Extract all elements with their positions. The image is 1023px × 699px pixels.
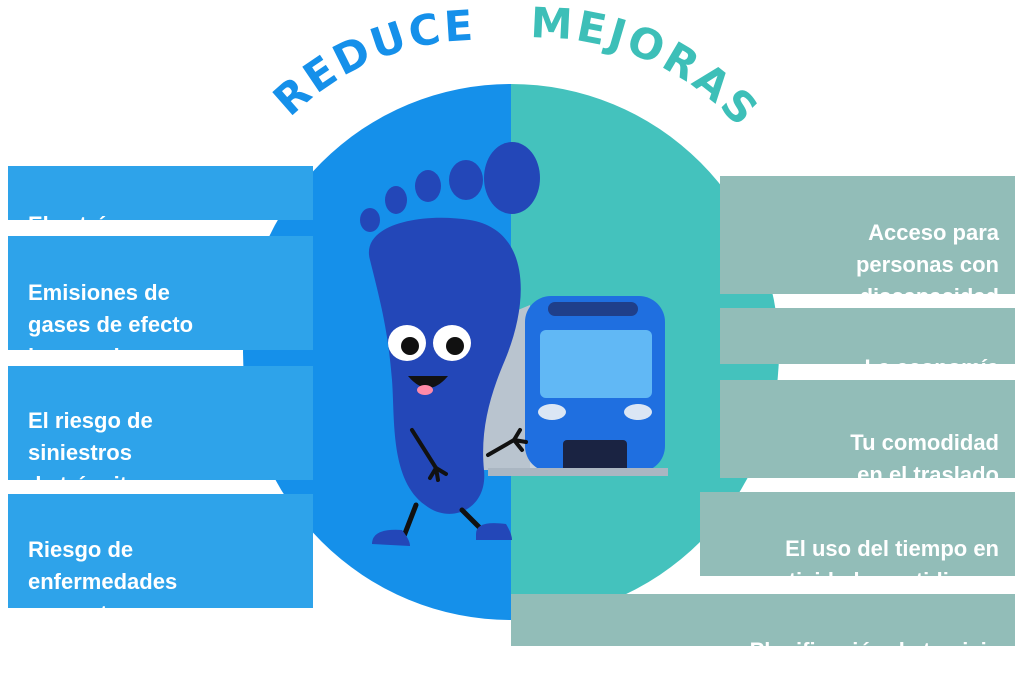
improve-item: Tu comodidad en el traslado bbox=[720, 380, 1015, 487]
improve-item-label: Tu comodidad en el traslado bbox=[850, 430, 999, 487]
improve-item: La economía bbox=[720, 308, 1015, 380]
reduce-item-label: El riesgo de siniestros de tránsito bbox=[28, 408, 153, 497]
infographic-art: REDUCE MEJORAS bbox=[243, 0, 779, 620]
reduce-item-label: Emisiones de gases de efecto invernadero bbox=[28, 280, 194, 369]
reduce-item: Emisiones de gases de efecto invernadero bbox=[8, 236, 313, 369]
reduce-item: El riesgo de siniestros de tránsito bbox=[8, 366, 313, 497]
improve-item-label: La economía bbox=[864, 355, 999, 380]
improve-item-label: Planificación de tu viaje bbox=[749, 638, 999, 663]
reduce-item: El estrés bbox=[8, 166, 313, 237]
reduce-item: Riesgo de enfermedades y muertes bbox=[8, 494, 313, 626]
footprint-mascot-icon bbox=[360, 142, 540, 546]
improve-item-label: Acceso para personas con discapacidad bbox=[855, 220, 999, 309]
improve-item: Acceso para personas con discapacidad bbox=[720, 176, 1015, 309]
reduce-item-label: Riesgo de enfermedades y muertes bbox=[28, 537, 178, 626]
improve-item-label: El uso del tiempo en actividades cotidia… bbox=[764, 536, 999, 593]
infographic: REDUCE MEJORAS bbox=[8, 0, 1015, 663]
improve-item: El uso del tiempo en actividades cotidia… bbox=[700, 492, 1015, 593]
improve-item: Planificación de tu viaje bbox=[511, 594, 1015, 663]
reduce-item-label: El estrés bbox=[28, 212, 120, 237]
train-icon bbox=[470, 296, 668, 476]
